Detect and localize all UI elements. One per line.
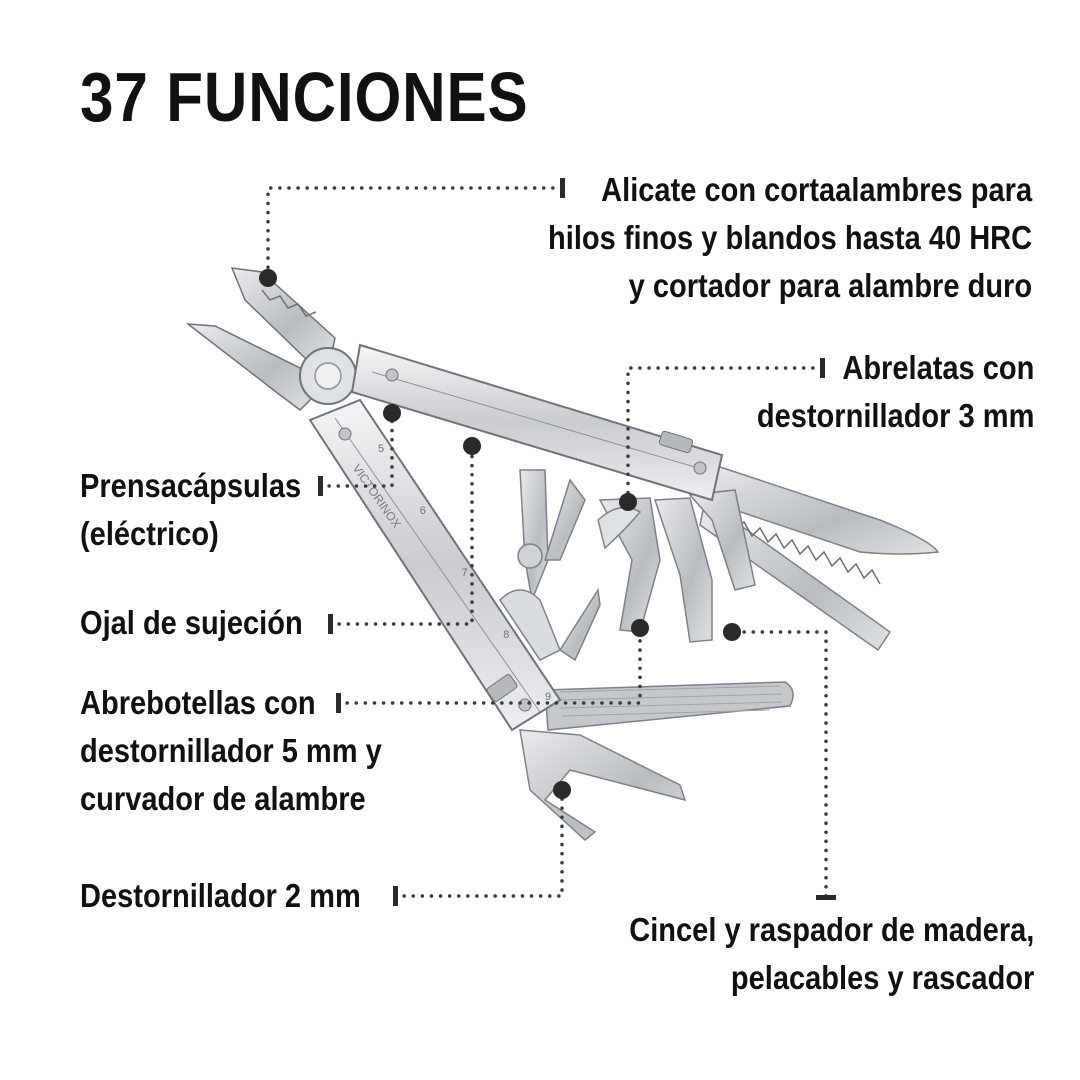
scissors — [499, 469, 601, 662]
label-crimper: Prensacápsulas (eléctrico) — [80, 467, 302, 552]
ruler-mark: 8 — [503, 629, 509, 641]
leader-end-dots — [259, 269, 741, 799]
bottom-tool — [519, 729, 687, 841]
label-screwdriver: Destornillador 2 mm — [80, 877, 361, 914]
leader-lines — [266, 186, 828, 898]
label-pliers: Alicate con cortaalambres para hilos fin… — [547, 171, 1032, 304]
label-chisel: Cincel y raspador de madera, pelacables … — [628, 911, 1034, 996]
ruler-mark: 5 — [378, 443, 384, 455]
leader-pliers — [266, 186, 564, 280]
label-key-ring: Ojal de sujeción — [80, 604, 303, 641]
leader-chisel — [730, 630, 828, 898]
leader-key-ring — [328, 444, 474, 626]
ruler-mark: 7 — [462, 567, 468, 579]
small-tools-cluster — [597, 489, 756, 643]
leader-crimper — [318, 411, 394, 488]
label-can-opener: Abrelatas con destornillador 3 mm — [756, 349, 1034, 434]
upper-handle — [350, 343, 724, 502]
leader-can-opener — [626, 366, 824, 504]
leader-end-ticks — [318, 178, 836, 906]
ruler-mark: 6 — [420, 505, 426, 517]
label-bottle-opener: Abrebotellas con destornillador 5 mm y c… — [80, 684, 382, 817]
leader-bottle-opener — [336, 626, 642, 705]
saw-blade — [699, 498, 892, 652]
pliers-jaws — [185, 267, 357, 411]
file-blade — [544, 681, 794, 731]
leader-screwdriver — [393, 788, 564, 898]
lower-handle: VICTORINOX — [308, 398, 562, 732]
ruler-mark: 9 — [545, 691, 551, 703]
page-title: 37 FUNCIONES — [80, 58, 529, 136]
knife-blade — [704, 460, 940, 555]
